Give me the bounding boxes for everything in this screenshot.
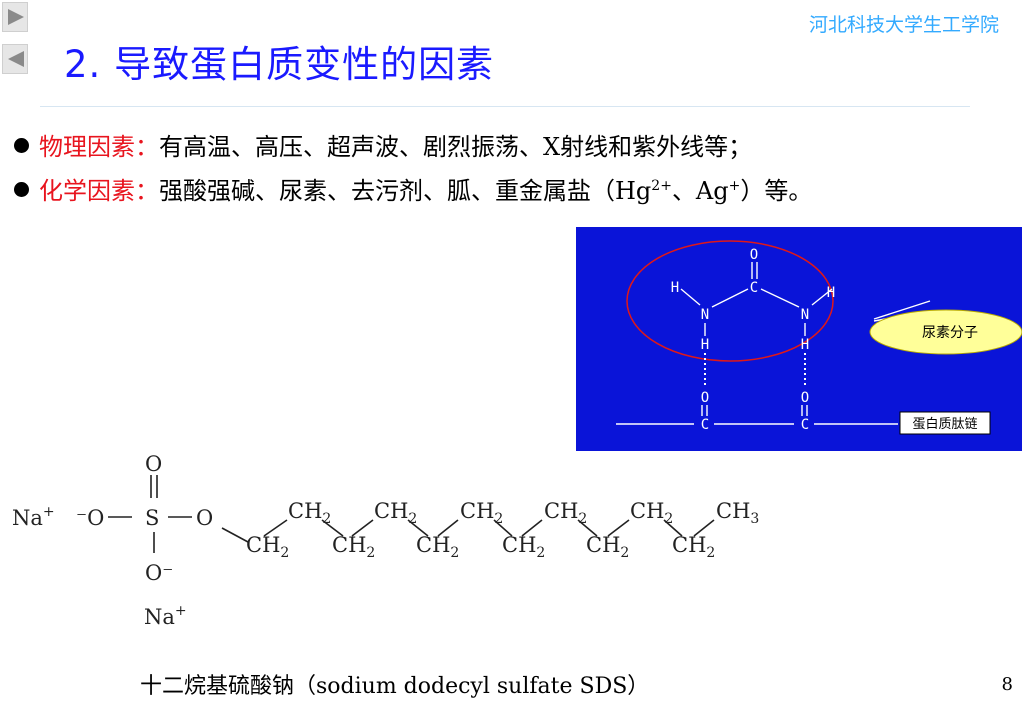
urea-carbon-label: C [750, 280, 758, 296]
peptide-chain-label: 蛋白质肽链 [912, 416, 977, 432]
sodium-ion-bottom: Na+ [144, 603, 187, 629]
school-name: 河北科技大学生工学院 [808, 14, 999, 36]
bullet-physical-factors: 物理因素：有高温、高压、超声波、剧烈振荡、X射线和紫外线等； [14, 127, 752, 162]
peptide-carbon-right-label: C [801, 417, 809, 433]
sds-structure-diagram: Na+ ⁻O O S O O⁻ Na+ CH2 CH2 CH2 CH2 CH2 … [12, 452, 759, 629]
methylene-group: CH2 [586, 533, 629, 561]
amide-hydrogen-left-label: H [701, 337, 709, 353]
methylene-group: CH2 [460, 499, 503, 527]
methylene-group: CH2 [288, 499, 331, 527]
sds-caption: 十二烷基硫酸钠（sodium dodecyl sulfate SDS） [140, 674, 650, 699]
bullet-text-mid: 、Ag [671, 177, 729, 205]
peptide-oxygen-right-label: O [801, 390, 809, 406]
peptide-carbon-left-label: C [701, 417, 709, 433]
oxide-ion-bottom: O⁻ [145, 561, 173, 585]
ester-oxygen: O [196, 506, 213, 530]
methyl-group: CH3 [716, 499, 759, 527]
page-number: 8 [1001, 674, 1013, 695]
urea-callout-text: 尿素分子 [922, 325, 978, 341]
urea-hydrogen-bond-diagram: O C H H N N H H O O C C 尿素分子 蛋白质肽链 [576, 227, 1022, 451]
methylene-group: CH2 [416, 533, 459, 561]
methylene-group: CH2 [374, 499, 417, 527]
urea-oxygen-label: O [750, 247, 758, 263]
play-right-icon [8, 9, 24, 25]
methylene-group: CH2 [630, 499, 673, 527]
methylene-group: CH2 [544, 499, 587, 527]
methylene-group: CH2 [332, 533, 375, 561]
methylene-group: CH2 [246, 533, 289, 561]
title-divider [40, 106, 970, 107]
bullet-text-end: ）等。 [740, 177, 813, 205]
bullet-dot-icon [14, 138, 29, 153]
oxide-ion-left: ⁻O [76, 506, 104, 530]
next-slide-button[interactable] [2, 2, 28, 32]
urea-callout-pointer [876, 321, 896, 331]
bullet-text: 有高温、高压、超声波、剧烈振荡、X射线和紫外线等； [159, 133, 753, 161]
sulfur-atom: S [145, 506, 159, 530]
hydrogen-left-label: H [671, 280, 679, 296]
methylene-group: CH2 [672, 533, 715, 561]
urea-callout-bubble [869, 309, 1022, 355]
nitrogen-right-label: N [801, 307, 809, 323]
previous-slide-button[interactable] [2, 44, 28, 74]
silver-charge: + [728, 178, 741, 194]
bond-lines [616, 262, 931, 425]
peptide-chain-label-box [899, 411, 991, 435]
peptide-oxygen-left-label: O [701, 390, 709, 406]
play-left-icon [8, 51, 24, 67]
bullet-label: 化学因素： [39, 177, 159, 205]
sds-bonds [108, 475, 715, 553]
bullet-dot-icon [14, 182, 29, 197]
hydrogen-bonds [704, 353, 806, 387]
nitrogen-left-label: N [701, 307, 709, 323]
methylene-group: CH2 [502, 533, 545, 561]
bullet-chemical-factors: 化学因素：强酸强碱、尿素、去污剂、胍、重金属盐（Hg2+、Ag+）等。 [14, 171, 812, 206]
amide-hydrogen-right-label: H [801, 337, 809, 353]
mercury-charge: 2+ [651, 178, 672, 194]
bullet-text: 强酸强碱、尿素、去污剂、胍、重金属盐（Hg [159, 177, 652, 205]
hydrogen-right-label: H [827, 285, 835, 301]
urea-molecule-ring [626, 240, 834, 362]
sodium-ion-top: Na+ [12, 504, 55, 530]
sulfonyl-oxygen-top: O [145, 452, 162, 476]
bullet-label: 物理因素： [39, 133, 159, 161]
slide-title: 2. 导致蛋白质变性的因素 [64, 43, 495, 86]
